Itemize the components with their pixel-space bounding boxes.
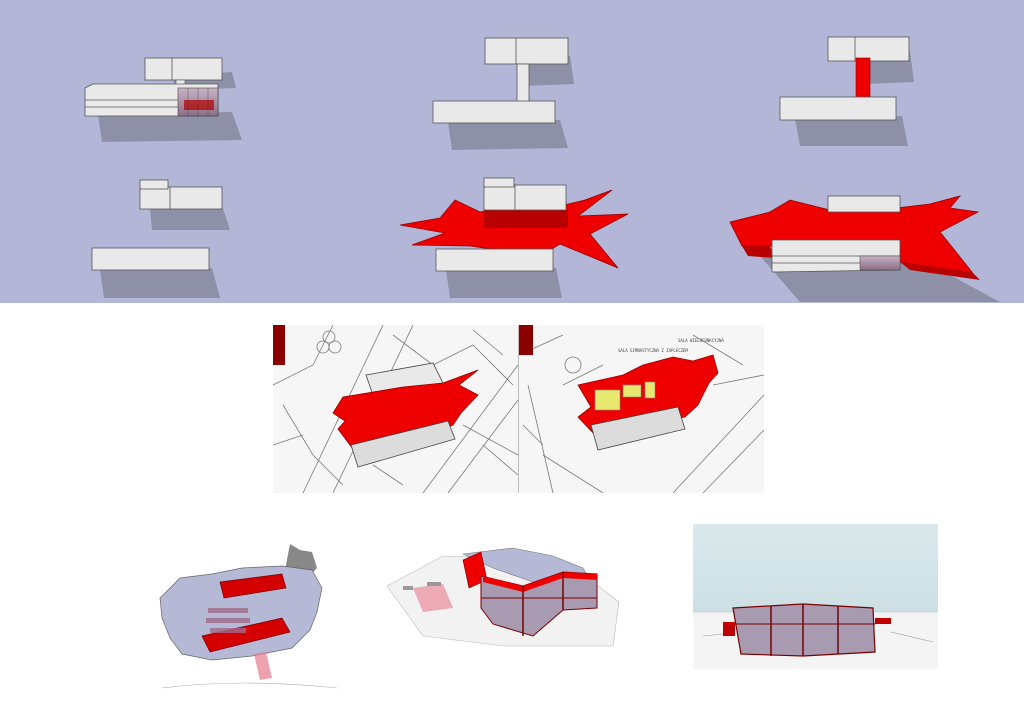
site-plan-left-massing — [332, 362, 479, 468]
render-plan-svg — [152, 538, 342, 698]
massing-diagram-svg — [84, 36, 1000, 302]
massing-step-3 — [779, 36, 914, 146]
massing-step-5 — [399, 177, 629, 298]
site-plan-svg: SALA GIMNASTYCZNA Z ZAPLECZEM SALA WIELO… — [273, 325, 764, 493]
render-aerial-svg — [383, 546, 623, 648]
render-aerial-perspective — [383, 546, 623, 648]
massing-step-4 — [91, 179, 230, 298]
render-eye-level-svg — [693, 524, 938, 669]
site-plan-right-massing — [577, 354, 719, 451]
massing-step-6 — [729, 195, 1000, 302]
render-plan-view — [152, 538, 342, 698]
site-plan-strip: SALA GIMNASTYCZNA Z ZAPLECZEM SALA WIELO… — [273, 325, 764, 493]
plan-note-2: SALA WIELOFUNKCYJNA — [678, 338, 724, 343]
render-eye-level — [693, 524, 938, 669]
plan-note-1: SALA GIMNASTYCZNA Z ZAPLECZEM — [618, 348, 688, 353]
massing-diagram-strip — [0, 0, 1024, 303]
massing-step-2 — [432, 37, 574, 150]
massing-step-1 — [84, 57, 242, 142]
